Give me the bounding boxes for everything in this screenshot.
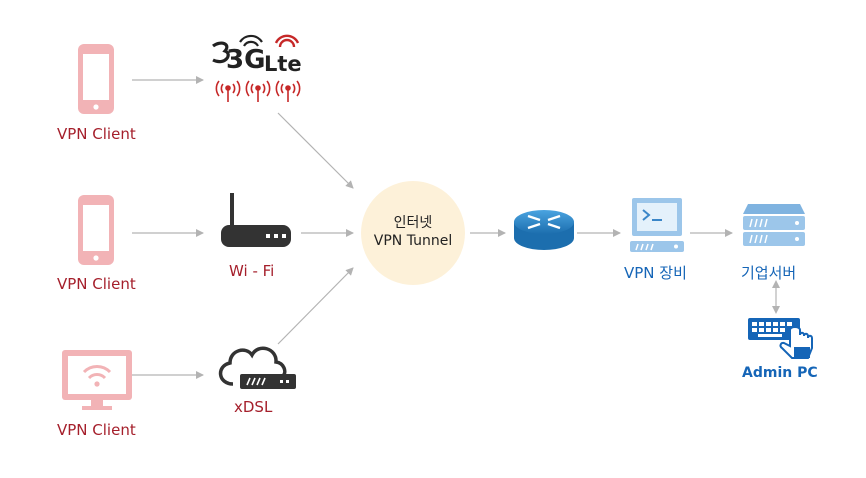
xdsl-label: xDSL [234,398,273,416]
arrow-xdsl-tunnel [277,267,354,345]
internet-tunnel-circle [361,181,465,285]
tunnel-label: 인터넷 VPN Tunnel [361,214,465,250]
smartphone-icon-1 [78,44,114,114]
vpn-device-icon [630,198,684,252]
client-label-1: VPN Client [57,125,136,143]
client-label-2: VPN Client [57,275,136,293]
client-label-3: VPN Client [57,421,136,439]
tunnel-label-line2: VPN Tunnel [373,233,453,249]
wifi-router-icon [221,193,291,247]
label-3g: 3G [226,45,265,75]
enterprise-server-icon [743,204,805,246]
xdsl-cloud-modem-icon [218,346,296,389]
server-label: 기업서버 [741,264,797,282]
admin-keyboard-icon [748,318,800,340]
admin-pc-label: Admin PC [742,365,818,381]
vpn-device-label: VPN 장비 [624,264,687,282]
label-lte: Lte [264,52,302,76]
smartphone-icon-2 [78,195,114,265]
hand-pointer-icon [779,326,813,359]
tunnel-label-line1: 인터넷 [393,215,433,231]
network-router-icon [514,210,574,250]
wifi-monitor-icon [62,350,132,410]
arrow-mobile-tunnel [277,112,354,189]
wifi-label: Wi - Fi [229,262,275,280]
mobile-3g-lte-icon: 3G Lte [212,34,302,102]
arrow-server-admin-bidirectional [772,280,780,314]
